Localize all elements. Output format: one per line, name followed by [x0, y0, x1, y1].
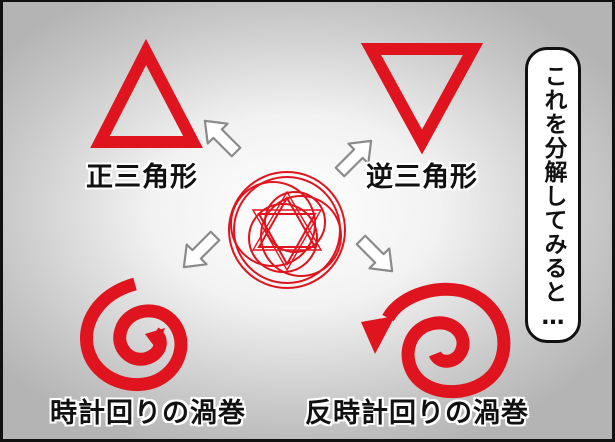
- speech-bubble-text: これを分解してみると…: [540, 64, 566, 331]
- label-spiral-clockwise: 時計回りの渦巻: [50, 398, 246, 429]
- speech-bubble: これを分解してみると…: [525, 47, 581, 343]
- counterclockwise-spiral-icon: [361, 282, 511, 398]
- label-triangle-up: 正三角形: [86, 162, 198, 193]
- label-triangle-down: 逆三角形: [366, 162, 478, 193]
- triangle-up-icon: [90, 38, 203, 148]
- arrow-icon: [182, 230, 221, 269]
- arrow-icon: [355, 234, 394, 273]
- diagram-art: [80, 38, 511, 398]
- arrow-icon: [203, 119, 242, 158]
- magic-circle-icon: [228, 171, 346, 289]
- triangle-down-icon: [360, 43, 484, 155]
- arrow-icon: [334, 139, 373, 178]
- label-spiral-counterclockwise: 反時計回りの渦巻: [305, 398, 529, 429]
- clockwise-spiral-icon: [80, 277, 188, 391]
